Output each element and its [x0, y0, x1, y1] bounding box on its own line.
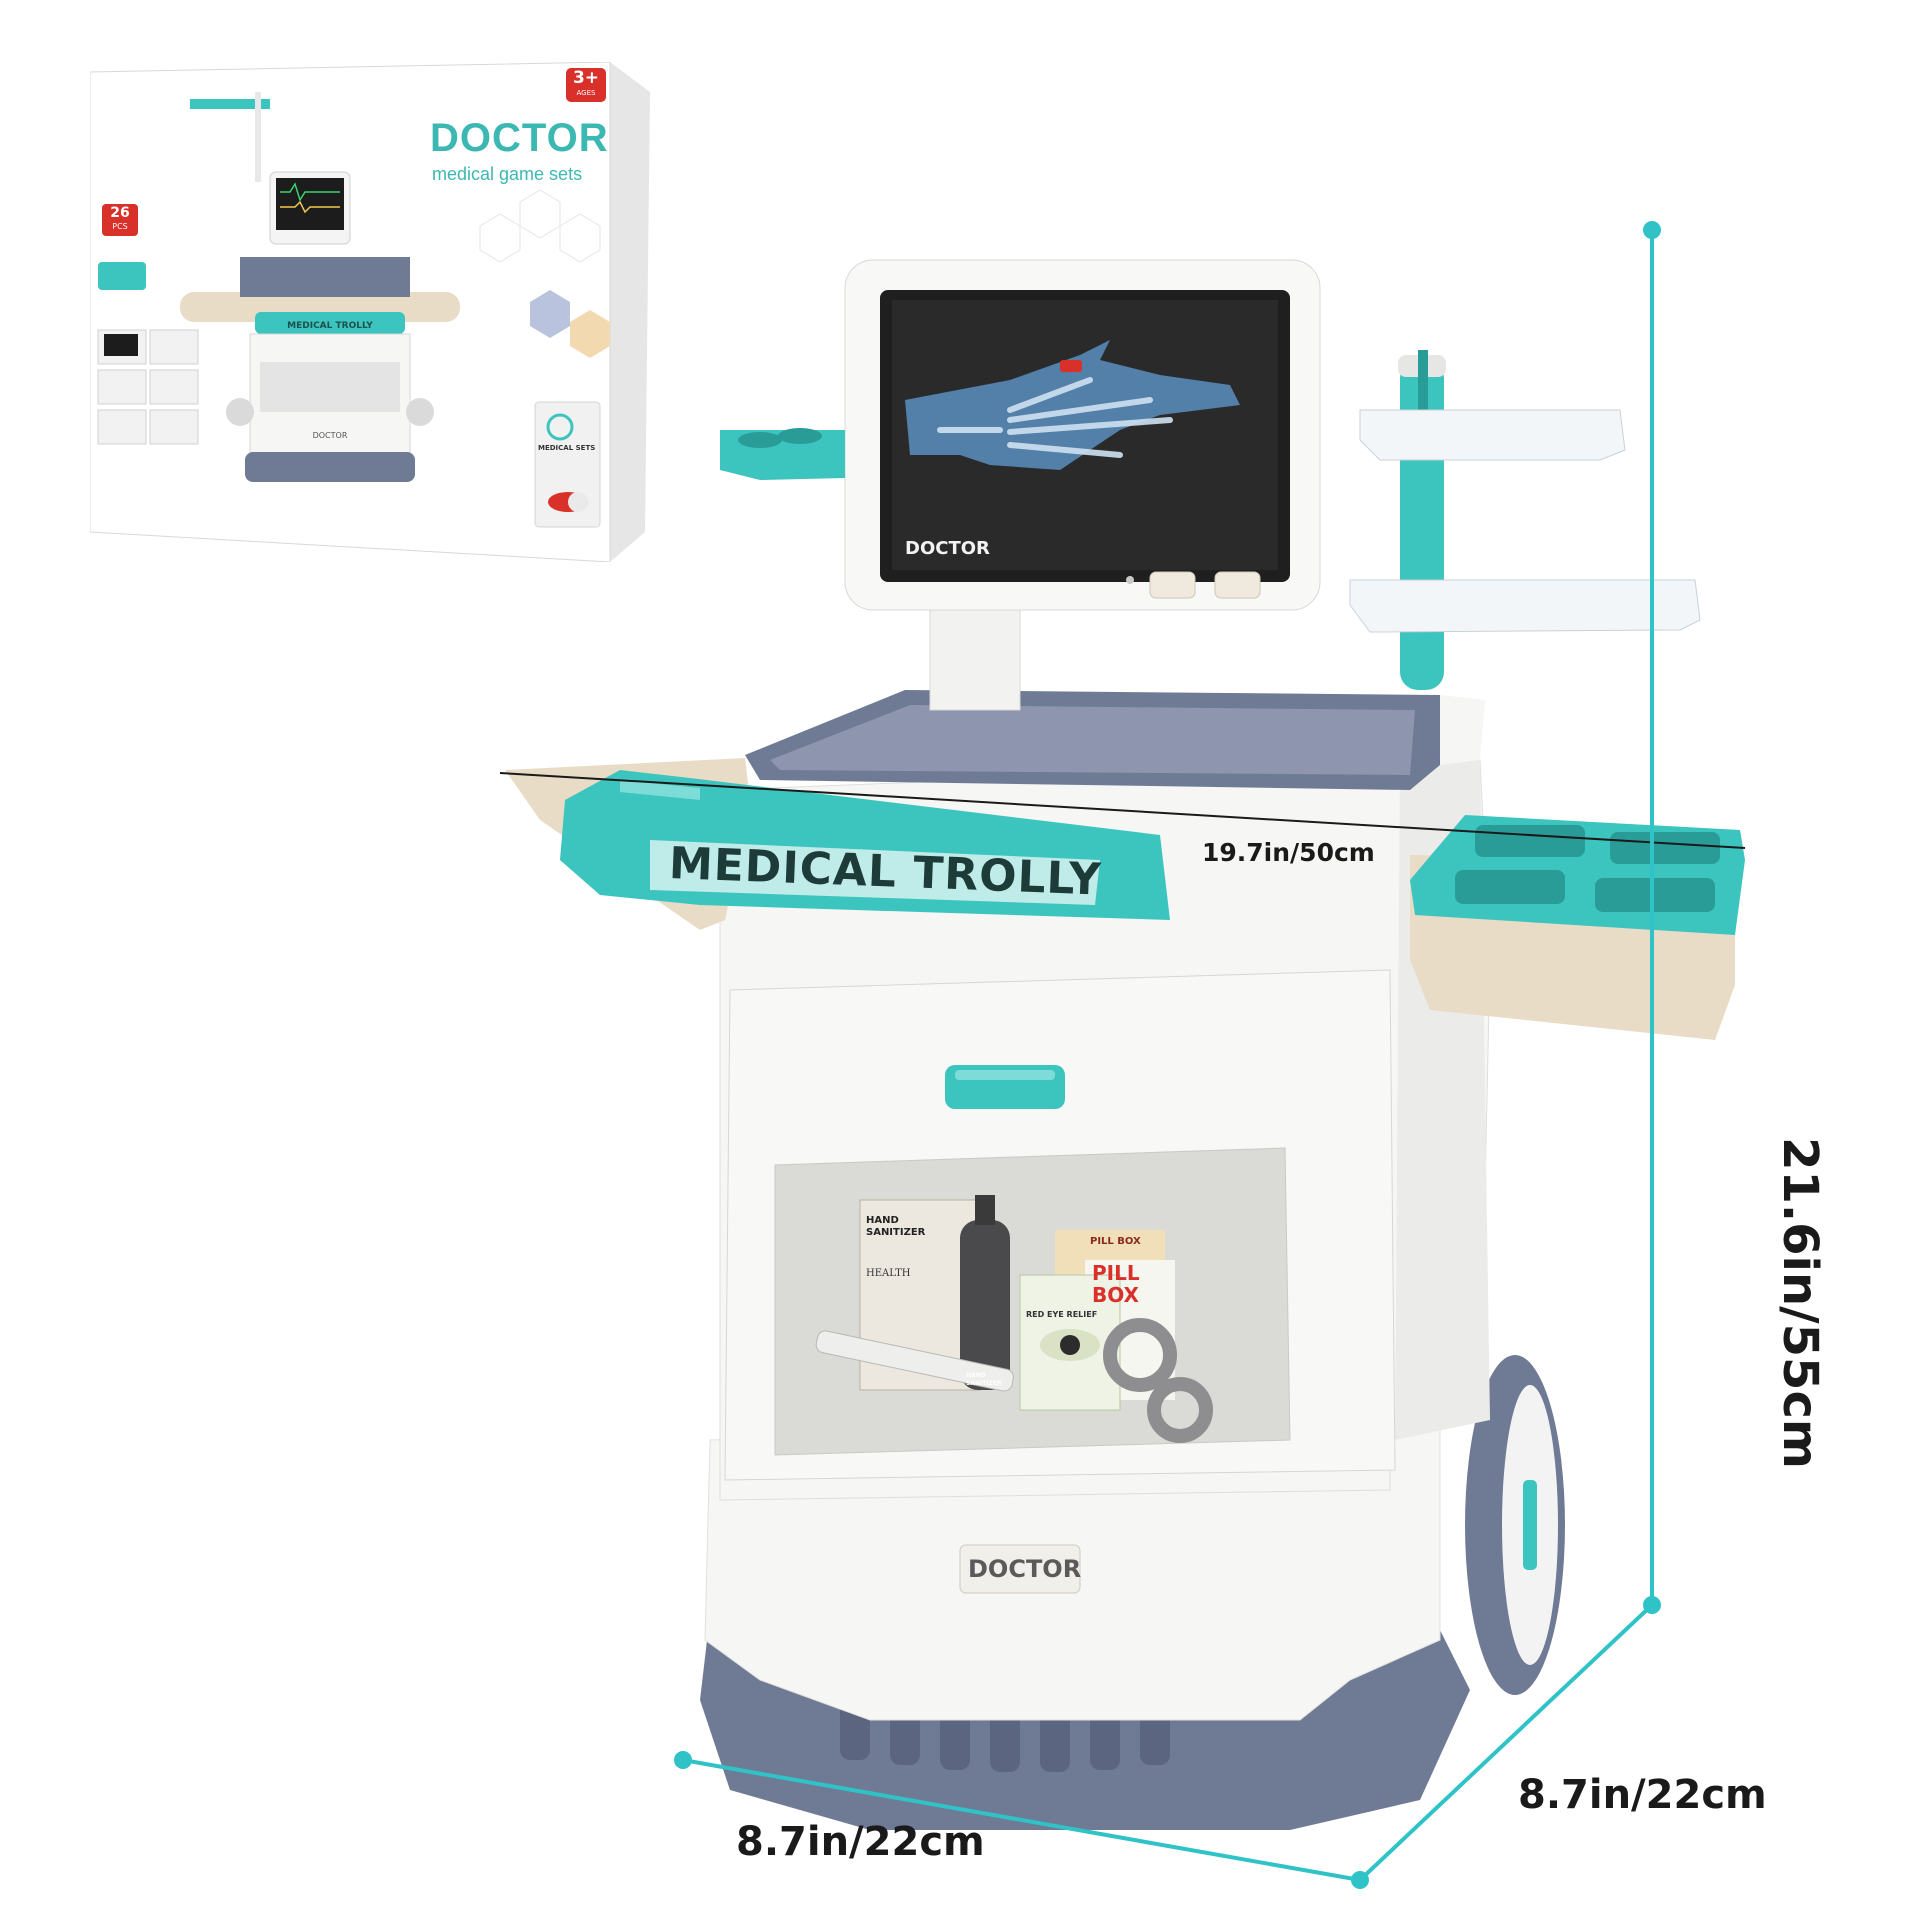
- package-box: MEDICAL TROLLY DOCTOR 3+ AGES DOCTOR med…: [90, 62, 650, 562]
- box-age-badge: 3+ AGES: [566, 68, 606, 102]
- box-brand-subtitle: medical game sets: [432, 164, 583, 184]
- box-age-badge-text: AGES: [576, 89, 596, 97]
- box-trolley-label: MEDICAL TROLLY: [287, 321, 373, 331]
- base-logo: DOCTOR: [968, 1555, 1082, 1583]
- pill-box-title: PILL BOX: [1090, 1236, 1141, 1247]
- monitor-label: DOCTOR: [905, 538, 990, 559]
- dimension-height: 21.6in/55cm: [1772, 1137, 1828, 1469]
- box-pieces-unit: PCS: [112, 222, 128, 231]
- dimension-depth-side: 8.7in/22cm: [1518, 1772, 1767, 1818]
- sanitizer-box-sub: HEALTH: [866, 1268, 911, 1279]
- pill-box-big: PILL BOX: [1092, 1261, 1140, 1307]
- bottle-label: HAND SANITIZER: [966, 1372, 1002, 1387]
- box-brand-title: DOCTOR: [430, 116, 609, 160]
- box-trolley-logo: DOCTOR: [313, 431, 348, 440]
- box-pieces-badge: 26 PCS: [102, 204, 138, 236]
- eye-relief-label: RED EYE RELIEF: [1026, 1310, 1098, 1319]
- package-box-art: MEDICAL TROLLY DOCTOR: [90, 62, 650, 562]
- dimension-width: 19.7in/50cm: [1202, 838, 1375, 867]
- sanitizer-box-title: HAND SANITIZER: [866, 1215, 926, 1238]
- box-pieces-count: 26: [110, 205, 130, 221]
- dimension-depth-front: 8.7in/22cm: [736, 1819, 985, 1865]
- box-age-badge-number: 3+: [572, 68, 600, 88]
- box-side-panel-title: MEDICAL SETS: [538, 444, 596, 452]
